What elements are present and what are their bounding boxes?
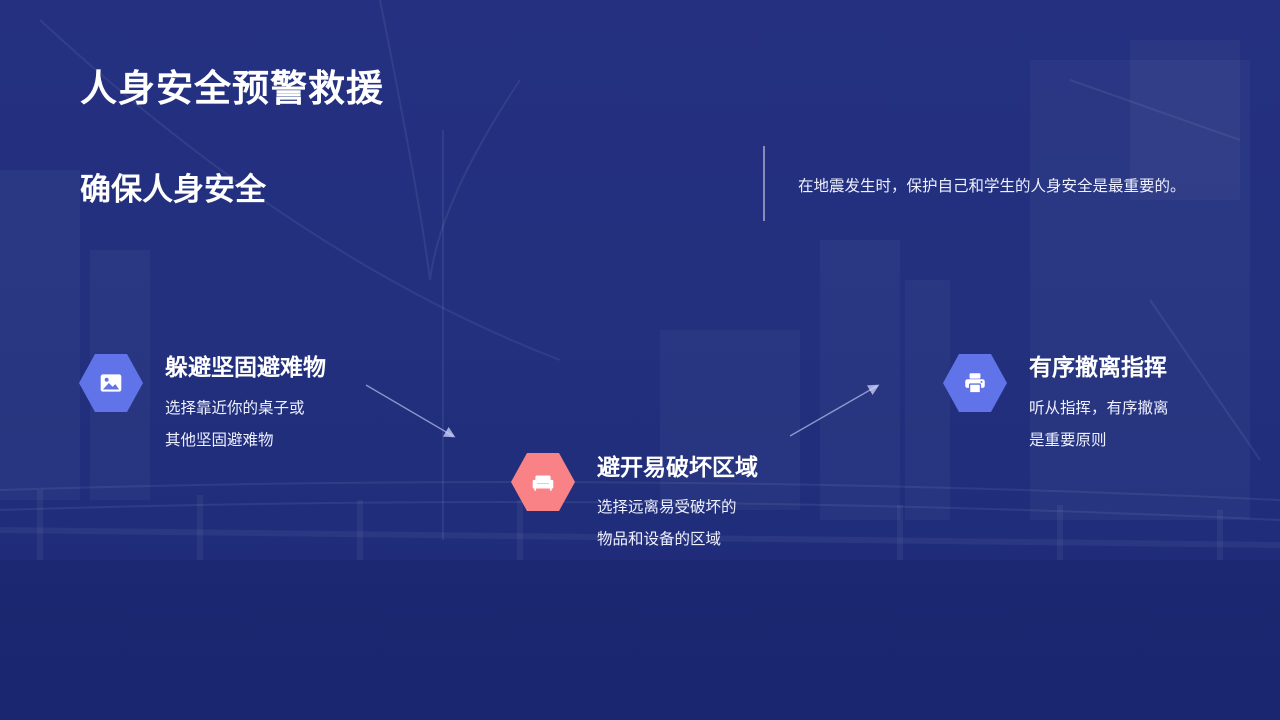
arrow-1 — [365, 384, 456, 438]
arrow-2 — [789, 384, 880, 437]
section-description: 在地震发生时，保护自己和学生的人身安全是最重要的。 — [798, 177, 1186, 195]
divider — [763, 146, 765, 221]
item-icon-badge — [511, 453, 575, 511]
item-line: 听从指挥，有序撤离 — [1029, 399, 1169, 417]
item-line: 物品和设备的区域 — [597, 530, 722, 548]
printer-icon — [965, 373, 985, 394]
item-icon-badge — [943, 354, 1007, 412]
image-icon — [100, 374, 122, 392]
item-title: 避开易破坏区域 — [597, 455, 758, 481]
item-line: 其他坚固避难物 — [165, 431, 274, 449]
sofa-icon — [532, 475, 554, 491]
page-title: 人身安全预警救援 — [80, 67, 384, 110]
item-title: 躲避坚固避难物 — [165, 355, 326, 381]
item-title: 有序撤离指挥 — [1029, 355, 1167, 381]
item-line: 是重要原则 — [1029, 431, 1107, 449]
item-line: 选择远离易受破坏的 — [597, 498, 737, 516]
section-subtitle: 确保人身安全 — [80, 172, 266, 208]
item-line: 选择靠近你的桌子或 — [165, 399, 305, 417]
